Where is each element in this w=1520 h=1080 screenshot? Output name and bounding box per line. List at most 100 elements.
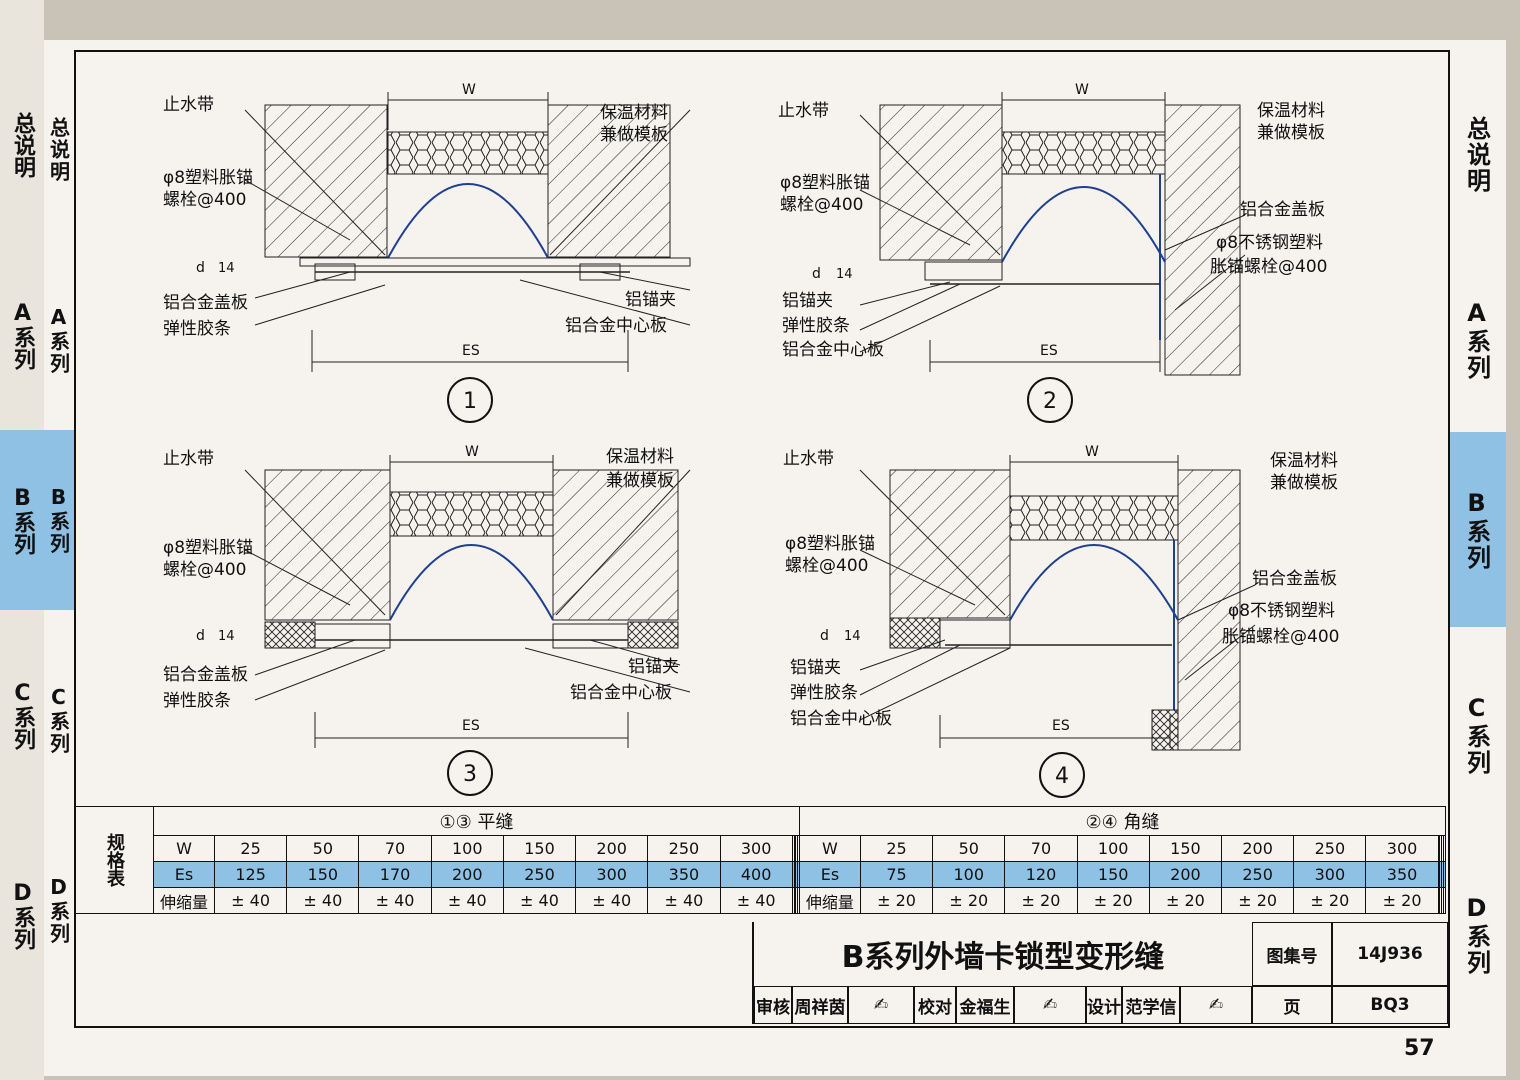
spec-corner-exp-cell: ± 20 bbox=[1293, 887, 1367, 914]
d2-label-ss2: 胀锚螺栓@400 bbox=[1210, 257, 1327, 277]
d2-label-bolt2: 螺栓@400 bbox=[780, 195, 863, 215]
spec-flat-exp-cell: ± 40 bbox=[358, 887, 432, 914]
d1-label-waterstop: 止水带 bbox=[163, 95, 214, 115]
d1-dim-14: 14 bbox=[218, 261, 235, 276]
d2-label-rubber: 弹性胶条 bbox=[782, 316, 850, 336]
d2-label-insulation1: 保温材料 bbox=[1257, 101, 1325, 121]
review-label: 审核 bbox=[754, 986, 792, 1024]
d3-label-insulation1: 保温材料 bbox=[606, 447, 674, 467]
spec-flat-w-cell: 250 bbox=[647, 835, 721, 862]
spec-corner-w-cell: 300 bbox=[1365, 835, 1439, 862]
d1-label-cover: 铝合金盖板 bbox=[163, 293, 248, 313]
d1-label-clip: 铝锚夹 bbox=[625, 290, 676, 310]
spec-flat-w-cell: 50 bbox=[286, 835, 360, 862]
d4-dim-w: W bbox=[1085, 444, 1099, 460]
spec-corner-w-cell: 200 bbox=[1221, 835, 1295, 862]
d1-label-center: 铝合金中心板 bbox=[565, 316, 667, 336]
d4-dim-es: ES bbox=[1052, 718, 1070, 734]
d1-label-rubber: 弹性胶条 bbox=[163, 319, 231, 339]
d4-label-bolt2: 螺栓@400 bbox=[785, 556, 868, 576]
spec-flat-exp-cell: ± 40 bbox=[502, 887, 577, 914]
spec-corner-exp-cell: ± 20 bbox=[1365, 887, 1439, 914]
spec-flat-es-cell: 250 bbox=[502, 861, 577, 888]
spec-corner-exp-cell: ± 20 bbox=[1148, 887, 1223, 914]
spec-corner-es-cell: 120 bbox=[1004, 861, 1078, 888]
detail-1-drawing bbox=[244, 92, 691, 423]
spec-flat-es-cell: 170 bbox=[358, 861, 432, 888]
spec-corner-exp-cell: ± 20 bbox=[932, 887, 1006, 914]
d3-dim-w: W bbox=[465, 444, 479, 460]
side-tab-c-right: C系列 bbox=[1462, 694, 1491, 776]
spec-flat-es-cell: 125 bbox=[213, 861, 288, 888]
spec-flat-exp-cell: ± 40 bbox=[575, 887, 649, 914]
spec-flat-es-cell: 200 bbox=[430, 861, 504, 888]
d3-label-bolt2: 螺栓@400 bbox=[163, 560, 246, 580]
d1-dim-w: W bbox=[462, 82, 476, 98]
d1-dim-es: ES bbox=[462, 343, 480, 359]
spec-corner-es-cell: 300 bbox=[1293, 861, 1367, 888]
spec-flat-exp-cell: ± 40 bbox=[719, 887, 793, 914]
edge-tab-intro: 总说明 bbox=[10, 112, 35, 178]
detail-1-number: 1 bbox=[463, 389, 477, 414]
side-tab-d-left: D系列 bbox=[46, 875, 71, 945]
d3-dim-d: d bbox=[196, 628, 205, 644]
spec-corner-exp-cell: ± 20 bbox=[859, 887, 934, 914]
d2-label-bolt1: φ8塑料胀锚 bbox=[780, 173, 870, 193]
spec-table-label: 规格表 bbox=[74, 806, 154, 914]
side-tab-b-left: B系列 bbox=[44, 430, 74, 610]
d4-dim-d: d bbox=[820, 628, 829, 644]
d4-label-insulation2: 兼做模板 bbox=[1270, 473, 1338, 493]
d1-dim-d: d bbox=[196, 260, 205, 276]
spec-flat-es-cell: 150 bbox=[286, 861, 360, 888]
spec-header-row: 规格表 ①③ 平缝 ②④ 角缝 bbox=[74, 806, 1447, 914]
spec-flat-exp-cell: ± 40 bbox=[213, 887, 288, 914]
spec-corner-w-cell: 25 bbox=[859, 835, 934, 862]
d2-dim-14: 14 bbox=[836, 267, 853, 282]
detail-3-number: 3 bbox=[463, 762, 477, 787]
spec-corner-exp-cell: ± 20 bbox=[1004, 887, 1078, 914]
drawing-frame bbox=[74, 50, 1450, 1028]
d4-label-insulation1: 保温材料 bbox=[1270, 451, 1338, 471]
d1-label-bolt2: 螺栓@400 bbox=[163, 190, 246, 210]
d2-dim-w: W bbox=[1075, 82, 1089, 98]
d2-label-ss1: φ8不锈钢塑料 bbox=[1216, 233, 1323, 253]
spec-empty-cell bbox=[1443, 887, 1446, 914]
d4-label-clip: 铝锚夹 bbox=[790, 658, 841, 678]
d3-label-rubber: 弹性胶条 bbox=[163, 691, 231, 711]
spec-flat-w-cell: 200 bbox=[575, 835, 649, 862]
detail-2-number: 2 bbox=[1043, 389, 1057, 414]
d4-label-waterstop: 止水带 bbox=[783, 449, 834, 469]
spec-flat-exp-label: 伸缩量 bbox=[153, 887, 215, 914]
spec-corner-exp-cell: ± 20 bbox=[1076, 887, 1150, 914]
d2-dim-d: d bbox=[812, 266, 821, 282]
side-tab-d-right: D系列 bbox=[1462, 894, 1491, 976]
spec-corner-es-label: Es bbox=[798, 861, 861, 888]
d4-label-rubber: 弹性胶条 bbox=[790, 683, 858, 703]
checker-signature: ✍ bbox=[1014, 986, 1086, 1024]
spec-flat-es-label: Es bbox=[153, 861, 215, 888]
edge-tab-a: A系列 bbox=[10, 300, 35, 370]
spec-empty-cell bbox=[1443, 861, 1446, 888]
side-tab-a-left: A系列 bbox=[46, 305, 71, 375]
spec-corner-w-cell: 100 bbox=[1076, 835, 1150, 862]
d1-label-insulation2: 兼做模板 bbox=[600, 125, 668, 145]
spec-flat-es-cell: 350 bbox=[647, 861, 721, 888]
drawing-title: B系列外墙卡锁型变形缝 bbox=[754, 922, 1253, 987]
side-tab-intro-right: 总说明 bbox=[1462, 116, 1491, 194]
detail-3-drawing bbox=[244, 455, 691, 796]
spec-corner-es-cell: 100 bbox=[932, 861, 1006, 888]
spec-flat-exp-cell: ± 40 bbox=[286, 887, 360, 914]
title-block: B系列外墙卡锁型变形缝 图集号 14J936 审核 周祥茵 ✍ 校对 金福生 ✍… bbox=[752, 922, 1448, 1024]
d3-dim-14: 14 bbox=[218, 629, 235, 644]
d4-dim-14: 14 bbox=[844, 629, 861, 644]
spec-flat-exp-cell: ± 40 bbox=[647, 887, 721, 914]
page-number: 57 bbox=[1404, 1036, 1435, 1061]
spec-flat-w-cell: 70 bbox=[358, 835, 432, 862]
spec-flat-w-cell: 150 bbox=[502, 835, 577, 862]
spec-corner-w-cell: 250 bbox=[1293, 835, 1367, 862]
previous-page-edge: 总说明 A系列 B系列 C系列 D系列 bbox=[0, 0, 44, 1080]
